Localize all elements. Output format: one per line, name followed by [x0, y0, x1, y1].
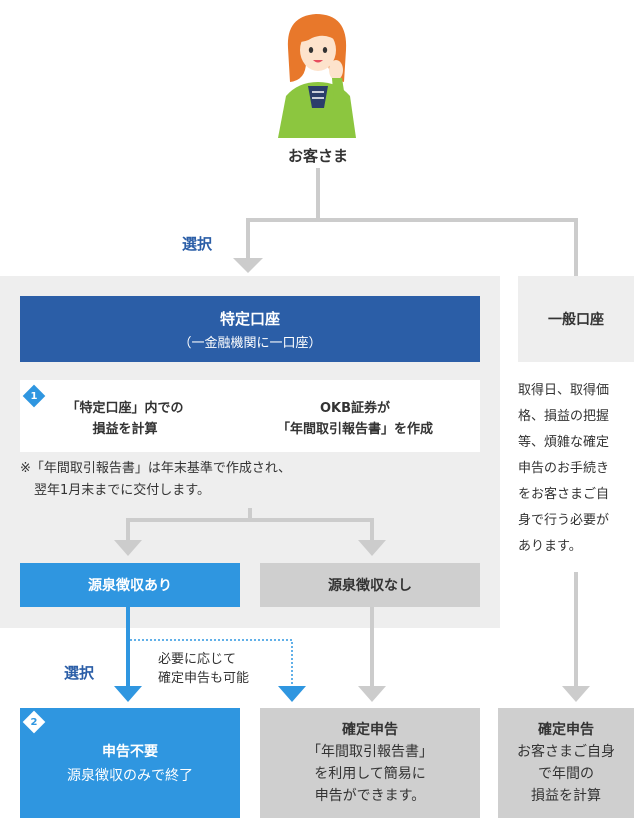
step2-badge: 2 [22, 710, 46, 734]
arrow-to-no-filing [114, 686, 142, 702]
arrow-to-filing-general [562, 686, 590, 702]
step1-left-text: 「特定口座」内での 損益を計算 [50, 398, 200, 440]
general-desc-line-3: 等、煩雑な確定 [518, 435, 610, 450]
woman-avatar-icon [278, 14, 356, 138]
withholding-no-box: 源泉徴収なし [260, 563, 480, 607]
step1-left-line-1: 「特定口座」内での [66, 401, 184, 416]
result-filing-general-title: 確定申告 [538, 722, 594, 738]
report-note-line-2: 翌年1月末までに交付します。 [34, 483, 210, 498]
result-no-filing-text: 源泉徴収のみで終了 [67, 768, 193, 784]
specific-account-header: 特定口座 （一金融機関に一口座） [20, 296, 480, 362]
step1-right-line-1: OKB証券が [319, 401, 391, 416]
arrow-to-filing-specific [358, 686, 386, 702]
optional-filing-note: 必要に応じて 確定申告も可能 [158, 650, 249, 688]
general-desc-line-7: あります。 [518, 539, 582, 554]
result-filing-general-line-3: 損益を計算 [531, 788, 601, 804]
step1-right-line-2: 「年間取引報告書」を作成 [276, 422, 433, 437]
customer-illustration [268, 8, 368, 138]
step1-badge: 1 [22, 384, 46, 408]
result-no-filing-box: 2 申告不要 源泉徴収のみで終了 [20, 708, 240, 818]
general-desc-line-2: 格、損益の把握 [518, 409, 610, 424]
specific-account-title: 特定口座 [219, 309, 280, 328]
result-filing-specific-line-1: 「年間取引報告書」 [307, 744, 433, 760]
general-desc-line-6: 身で行う必要が [518, 513, 610, 528]
arrow-to-specific [233, 258, 263, 273]
step1-box: 1 「特定口座」内での 損益を計算 OKB証券が 「年間取引報告書」を作成 [20, 380, 480, 452]
result-filing-specific-box: 確定申告 「年間取引報告書」 を利用して簡易に 申告ができます。 [260, 708, 480, 818]
connector-optional-dotted [130, 639, 293, 686]
result-filing-general-line-1: お客さまご自身 [517, 744, 615, 760]
step2-number: 2 [30, 716, 38, 728]
report-note-line-1: ※「年間取引報告書」は年末基準で作成され、 [20, 461, 292, 476]
arrow-to-withholding-no [358, 540, 386, 556]
arrow-to-withholding-yes [114, 540, 142, 556]
step1-number: 1 [30, 390, 38, 402]
general-account-box: 一般口座 [518, 276, 634, 362]
step1-right-text: OKB証券が 「年間取引報告書」を作成 [250, 398, 460, 440]
result-filing-general-line-2: で年間の [538, 766, 594, 782]
result-filing-specific-line-3: 申告ができます。 [314, 788, 426, 804]
report-note: ※「年間取引報告書」は年末基準で作成され、 翌年1月末までに交付します。 [20, 458, 490, 502]
result-filing-general-box: 確定申告 お客さまご自身 で年間の 損益を計算 [498, 708, 634, 818]
customer-label: お客さま [287, 147, 348, 165]
general-account-description: 取得日、取得価 格、損益の把握 等、煩雑な確定 申告のお手続き をお客さまご自 … [518, 378, 636, 560]
result-filing-specific-title: 確定申告 [342, 722, 398, 738]
general-desc-line-1: 取得日、取得価 [518, 383, 610, 398]
optional-note-line-1: 必要に応じて [158, 652, 237, 667]
optional-note-line-2: 確定申告も可能 [158, 671, 250, 686]
general-desc-line-5: をお客さまご自 [518, 487, 610, 502]
withholding-yes-box: 源泉徴収あり [20, 563, 240, 607]
select-label-top: 選択 [182, 235, 213, 253]
select-label-bottom: 選択 [64, 664, 95, 682]
result-filing-specific-line-2: を利用して簡易に [314, 766, 426, 782]
step1-left-line-2: 損益を計算 [92, 422, 158, 437]
arrow-optional-filing [278, 686, 306, 702]
specific-account-subtitle: （一金融機関に一口座） [178, 335, 322, 351]
general-desc-line-4: 申告のお手続き [518, 461, 610, 476]
result-no-filing-title: 申告不要 [102, 744, 158, 760]
